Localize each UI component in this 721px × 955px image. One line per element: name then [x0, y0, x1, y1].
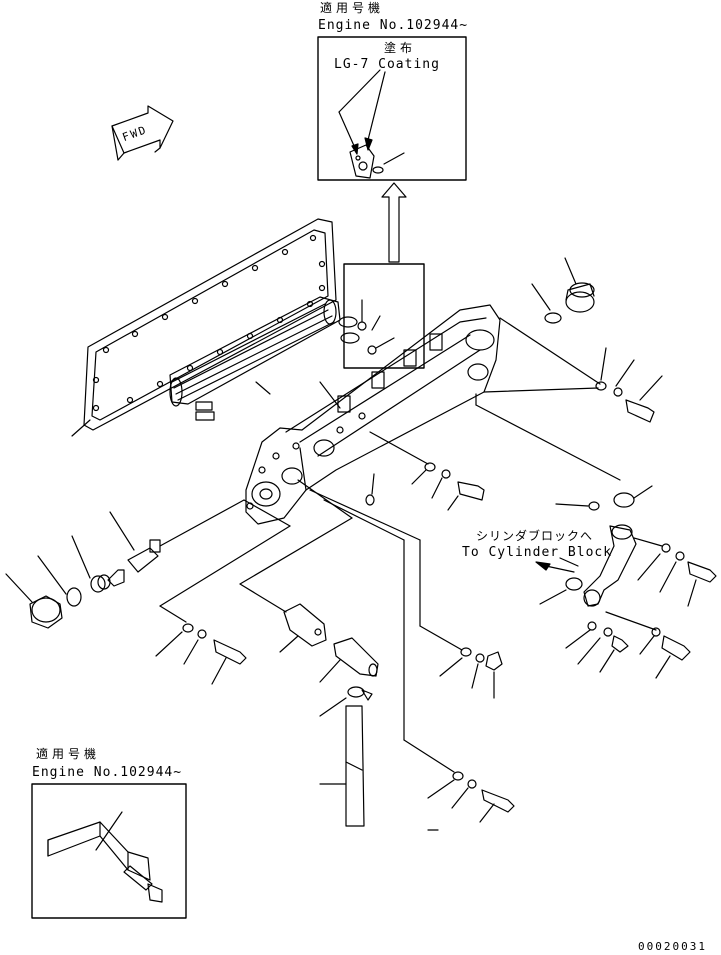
cylinder-block-label: To Cylinder Block — [462, 545, 613, 560]
bolt-set-middle — [365, 431, 485, 511]
oil-cooler-cover — [245, 304, 501, 525]
oil-pressure-valve-parts — [5, 499, 245, 629]
fwd-arrow — [111, 105, 174, 161]
cylinder-block-label-jp: シリンダブロックへ — [476, 529, 594, 543]
oil-pressure-switch — [239, 479, 379, 683]
plug-and-o-ring-upper — [531, 257, 595, 324]
bolt-set-bottom — [427, 771, 515, 831]
bottom-inset-detail — [31, 783, 187, 919]
bolt-set-lower-left — [155, 499, 291, 685]
bottom-engine-number: Engine No.102944~ — [32, 765, 183, 780]
top-inset-detail — [317, 36, 467, 181]
cylinder-block-tube — [539, 485, 653, 607]
bolt-set-lower-right — [565, 537, 717, 679]
coating-label: LG-7 Coating — [334, 57, 440, 72]
bottom-applicable-label: 適用号機 — [36, 747, 101, 761]
right-leaders — [475, 317, 621, 481]
detail-arrow — [381, 182, 407, 263]
nut-set-lower-middle — [439, 647, 503, 699]
drawing-number: 00020031 — [638, 940, 707, 953]
relief-valve-parts — [319, 686, 373, 827]
cylinder-block-arrow — [535, 561, 575, 573]
top-applicable-label: 適用号機 — [320, 1, 385, 15]
top-engine-number: Engine No.102944~ — [318, 18, 469, 33]
lower-leaders — [309, 489, 463, 773]
coating-label-jp: 塗布 — [384, 41, 417, 55]
oil-cooler-gasket — [71, 218, 337, 437]
oil-cooler-core — [169, 296, 360, 421]
bolt-set-upper-right — [483, 347, 663, 423]
